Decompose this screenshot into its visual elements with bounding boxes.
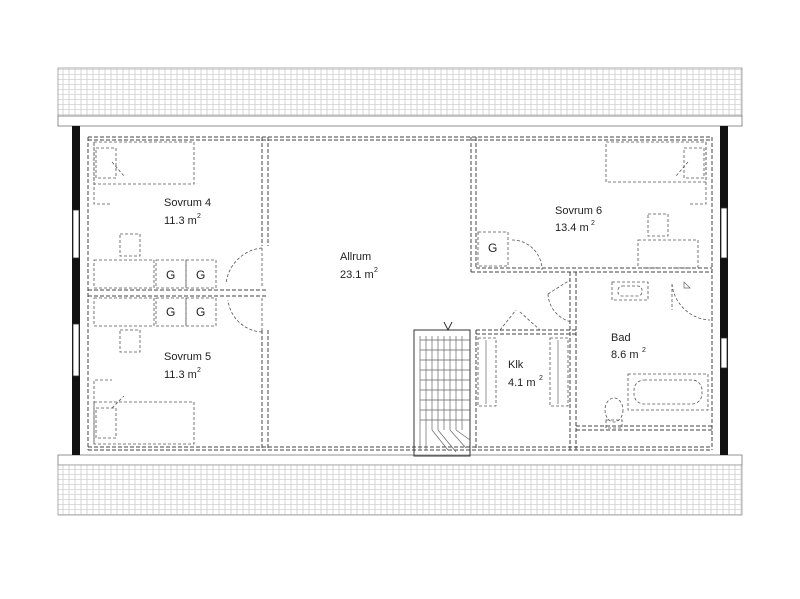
svg-text:2: 2 — [591, 220, 595, 227]
wardrobe-label: G — [196, 268, 205, 282]
roof-bottom — [57, 464, 743, 516]
desk-sovrum5 — [93, 297, 155, 353]
wall-bad-bottom — [576, 425, 712, 431]
eave-top — [57, 115, 743, 127]
svg-text:Allrum: Allrum — [340, 251, 371, 263]
partition-sovrum4-5 — [88, 289, 268, 297]
door-sovrum5 — [227, 298, 263, 333]
desk-sovrum4 — [93, 233, 155, 289]
bed-sovrum5 — [93, 379, 195, 445]
svg-text:2: 2 — [374, 267, 378, 274]
label-sovrum6: Sovrum 6 13.4 m 2 — [555, 205, 602, 234]
wall-sovrum6-bottom — [471, 267, 712, 273]
sink — [611, 281, 649, 301]
svg-text:2: 2 — [197, 367, 201, 374]
label-allrum: Allrum 23.1 m 2 — [340, 251, 378, 281]
svg-text:11.3 m: 11.3 m — [164, 369, 197, 381]
wardrobes-sovrum4: G G — [155, 259, 217, 289]
wall-sovrum6-left — [470, 137, 477, 272]
svg-text:2: 2 — [539, 375, 543, 382]
toilet — [604, 397, 624, 429]
svg-text:Bad: Bad — [611, 332, 631, 344]
svg-text:Sovrum 5: Sovrum 5 — [164, 351, 211, 363]
bathtub — [627, 373, 709, 411]
svg-text:23.1 m: 23.1 m — [340, 269, 374, 281]
svg-text:2: 2 — [642, 347, 646, 354]
svg-text:4.1 m: 4.1 m — [508, 377, 536, 389]
svg-text:2: 2 — [197, 213, 201, 220]
bed-sovrum6 — [605, 141, 707, 205]
label-klk: Klk 4.1 m 2 — [508, 359, 543, 389]
svg-text:Klk: Klk — [508, 359, 524, 371]
wall-bad-left — [569, 272, 577, 450]
staircase — [413, 321, 471, 457]
svg-text:Sovrum 6: Sovrum 6 — [555, 205, 602, 217]
svg-text:13.4 m: 13.4 m — [555, 222, 589, 234]
wall-klk-top — [476, 329, 576, 335]
svg-text:8.6 m: 8.6 m — [611, 349, 639, 361]
gable-wall-left — [72, 126, 80, 455]
svg-text:11.3 m: 11.3 m — [164, 215, 197, 227]
gable-wall-right — [720, 126, 728, 455]
klk-shelves — [477, 337, 569, 407]
wardrobe-label: G — [196, 305, 205, 319]
wardrobe-sovrum6: G — [477, 231, 543, 271]
door-bad — [547, 279, 711, 323]
wardrobe-label: G — [166, 305, 175, 319]
svg-text:Sovrum 4: Sovrum 4 — [164, 197, 211, 209]
label-sovrum4: Sovrum 4 11.3 m 2 — [164, 197, 211, 227]
window-right-upper — [720, 207, 728, 259]
wardrobes-sovrum5: G G — [155, 297, 217, 327]
wardrobe-label: G — [166, 268, 175, 282]
shower-mark — [683, 281, 691, 289]
label-sovrum5: Sovrum 5 11.3 m 2 — [164, 351, 211, 381]
roof-top — [57, 67, 743, 117]
desk-sovrum6 — [637, 213, 699, 269]
partition-bedrooms-allrum — [261, 137, 269, 450]
bed-sovrum4 — [93, 141, 195, 205]
door-sovrum4 — [225, 247, 263, 288]
wall-klk-left — [469, 330, 477, 450]
eave-bottom — [57, 454, 743, 466]
window-left-lower — [72, 323, 80, 377]
window-left-upper — [72, 209, 80, 259]
wardrobe-label: G — [488, 241, 497, 255]
window-right-lower — [720, 337, 728, 369]
label-bad: Bad 8.6 m 2 — [611, 332, 646, 361]
door-klk — [499, 309, 541, 331]
